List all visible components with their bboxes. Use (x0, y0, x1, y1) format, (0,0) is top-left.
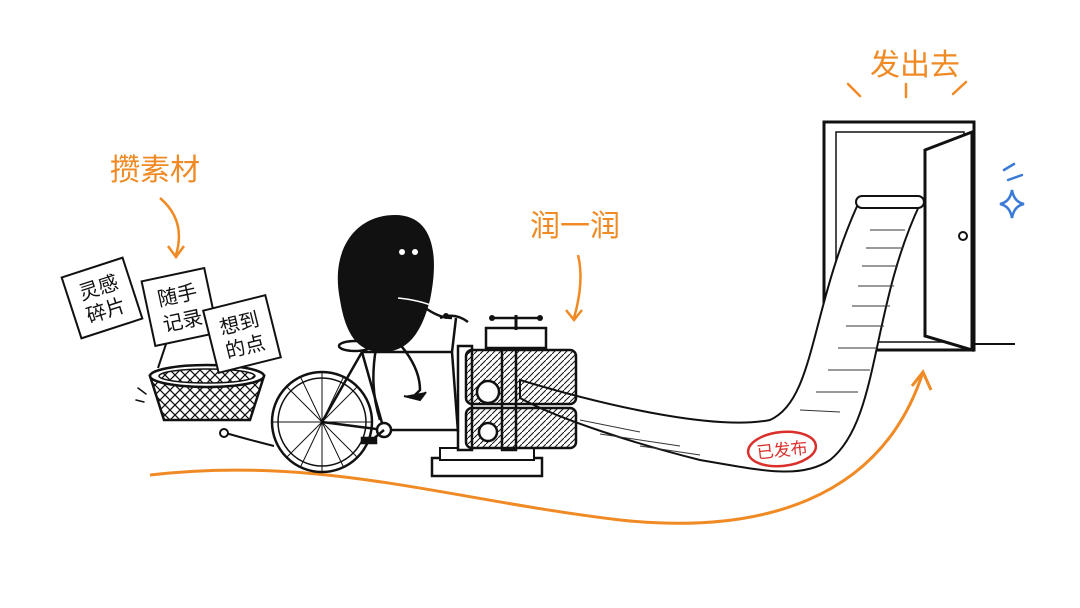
paper-roll (855, 195, 925, 209)
press-crank-icon (475, 379, 501, 405)
character-eye-right (412, 249, 418, 255)
sparkle-icon (999, 162, 1025, 219)
note-card: 随手 记录 (140, 266, 220, 348)
publish-label: 发出去 (870, 48, 960, 83)
printing-press (430, 315, 578, 478)
collect-arrow (159, 197, 181, 256)
basket (135, 337, 266, 422)
collect-label: 攒素材 (110, 153, 200, 188)
door-knob (958, 231, 968, 241)
character (337, 215, 453, 421)
basket-rod (221, 431, 275, 447)
note-card: 灵感 碎片 (60, 256, 144, 340)
polish-label: 润一润 (530, 209, 620, 244)
flow-arrow (149, 374, 924, 525)
note-card: 想到 的点 (201, 293, 283, 375)
paper-ribbon (519, 195, 925, 473)
character-eye-left (399, 249, 405, 255)
text-lines (579, 229, 905, 456)
publish-rays (846, 80, 968, 99)
polish-arrow (572, 254, 582, 319)
